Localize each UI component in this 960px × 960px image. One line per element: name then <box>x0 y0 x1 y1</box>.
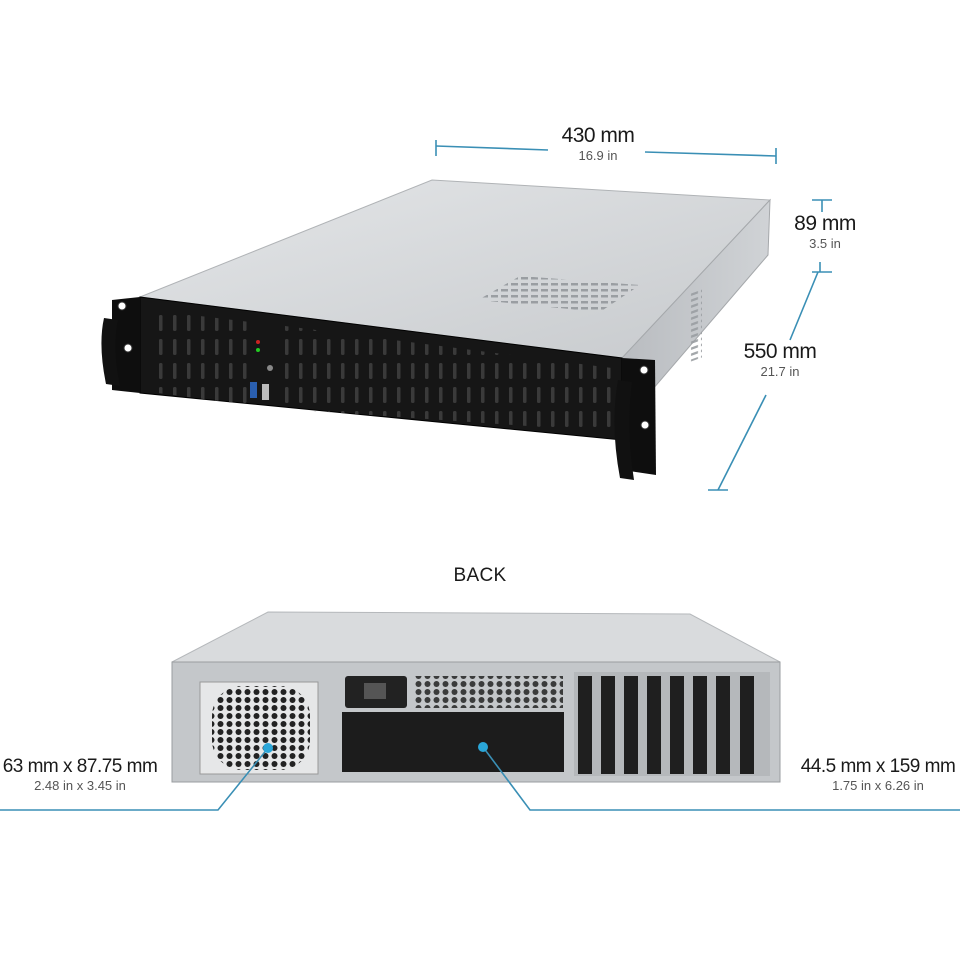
depth-imperial: 21.7 in <box>760 364 800 379</box>
led-indicator-icon <box>256 340 260 344</box>
psu-vent-mesh <box>413 676 563 708</box>
psu-opening-metric: 44.5 mm x 159 mm <box>800 756 956 777</box>
expansion-slots <box>574 672 770 776</box>
width-imperial: 16.9 in <box>578 148 618 163</box>
width-metric: 430 mm <box>561 124 635 147</box>
width-dimension-line <box>435 140 777 164</box>
height-label: 89 mm 3.5 in <box>780 212 870 251</box>
usb-port-icon <box>250 382 257 398</box>
led-indicator-icon <box>256 348 260 352</box>
width-label: 430 mm 16.9 in <box>548 124 648 163</box>
psu-callout-dot <box>478 742 488 752</box>
power-button-icon <box>267 365 273 371</box>
psu-opening-imperial: 1.75 in x 6.26 in <box>832 778 924 793</box>
fan-opening-label: 63 mm x 87.75 mm 2.48 in x 3.45 in <box>0 756 160 793</box>
left-rack-ear <box>101 297 140 393</box>
right-rack-ear <box>614 358 656 480</box>
back-view-label: BACK <box>453 565 507 586</box>
depth-label: 550 mm 21.7 in <box>730 340 830 379</box>
fan-opening-metric: 63 mm x 87.75 mm <box>2 756 158 777</box>
height-dimension-line <box>812 199 832 273</box>
front-io-panel <box>250 340 273 400</box>
front-vent-left <box>150 310 250 405</box>
fan-callout-line <box>0 747 269 811</box>
fan-grille <box>212 686 310 770</box>
fan-callout-dot <box>263 743 273 753</box>
front-vent-right <box>285 326 612 432</box>
top-vent-grille <box>478 276 640 312</box>
back-top-panel <box>171 611 781 663</box>
depth-dimension-line <box>708 271 819 491</box>
usb-port-icon <box>262 384 269 400</box>
psu-opening <box>342 712 564 772</box>
height-metric: 89 mm <box>794 212 856 235</box>
front-chassis <box>101 179 772 480</box>
psu-callout-line <box>482 746 960 811</box>
fan-opening-imperial: 2.48 in x 3.45 in <box>34 778 126 793</box>
height-imperial: 3.5 in <box>809 236 841 251</box>
back-chassis <box>171 611 781 783</box>
psu-opening-label: 44.5 mm x 159 mm 1.75 in x 6.26 in <box>796 756 960 793</box>
depth-metric: 550 mm <box>743 340 817 363</box>
side-vent <box>690 289 702 362</box>
